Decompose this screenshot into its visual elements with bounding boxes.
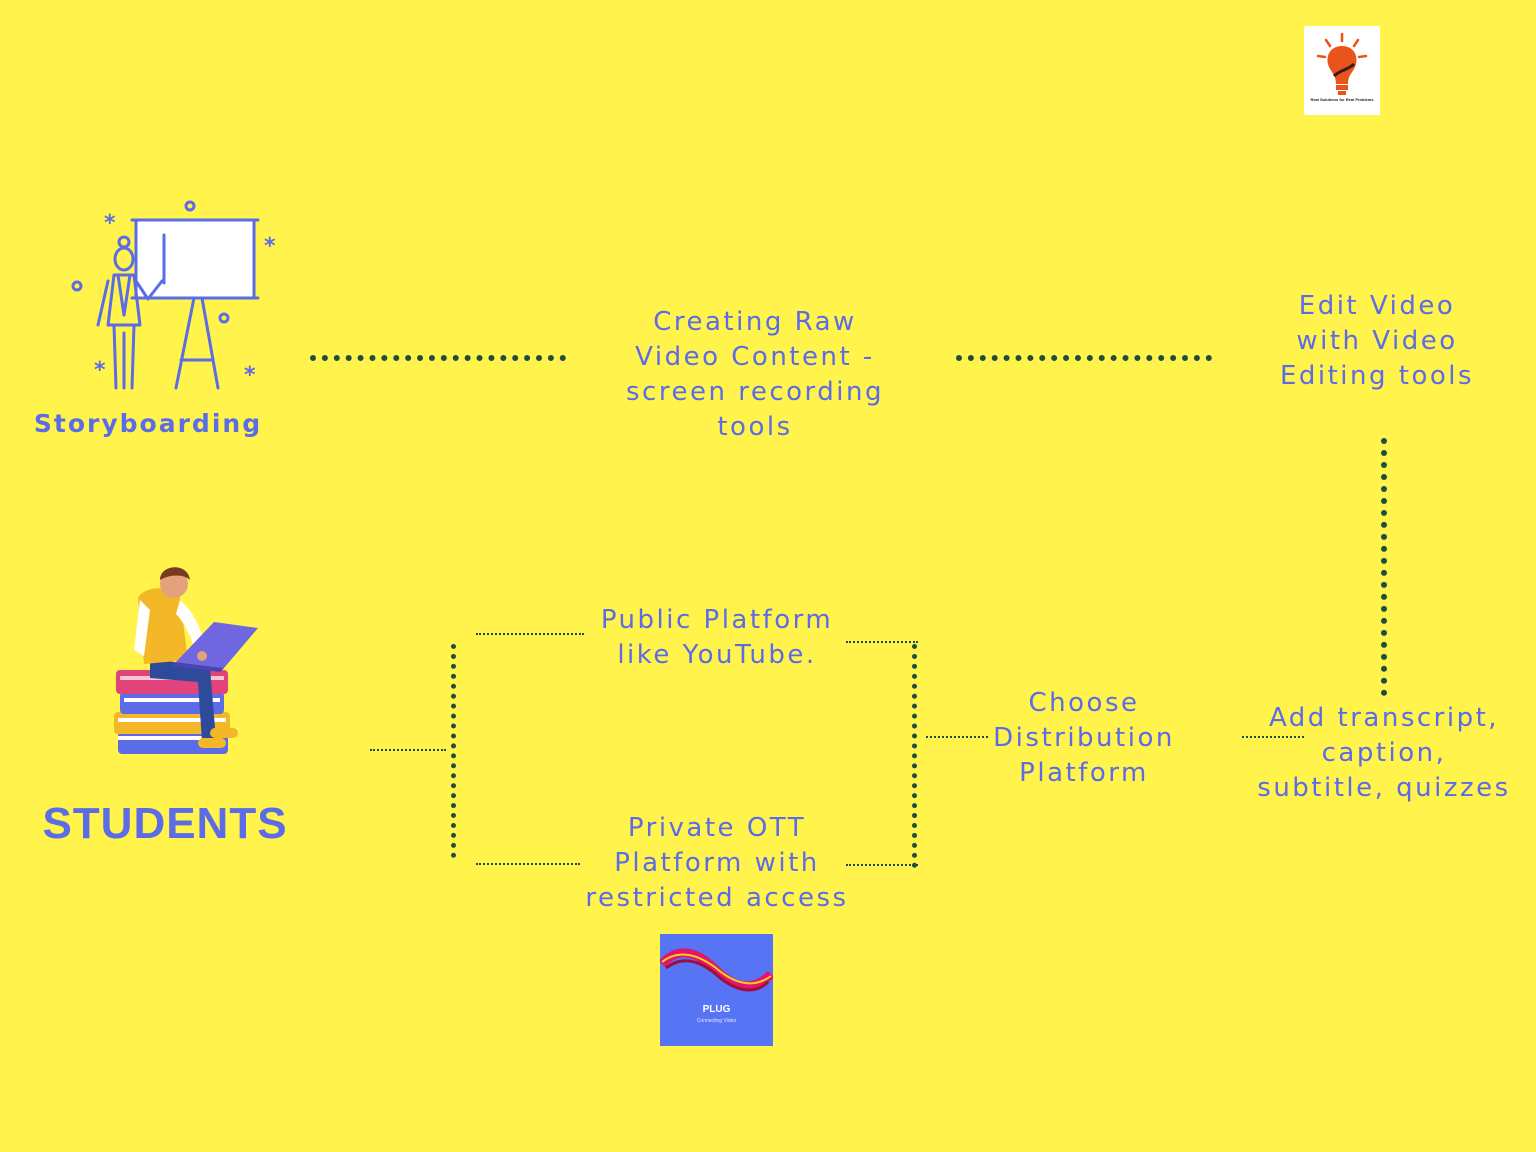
node-students: STUDENTS [42, 799, 288, 848]
connector-storyboard-raw [310, 355, 566, 361]
brand-logo: Real Solutions for Real Problems [1304, 26, 1380, 115]
connector-raw-edit [956, 355, 1212, 361]
bracket-left [451, 644, 456, 858]
connector-edit-transcript [1381, 438, 1387, 696]
connector-bracket-students [370, 749, 446, 751]
node-edit-video: Edit Video with Video Editing tools [1279, 291, 1475, 391]
node-public-platform: Public Platform like YouTube. [600, 605, 834, 670]
teacher-whiteboard-illustration: * * * * [71, 200, 276, 390]
connector-private-left [476, 863, 580, 865]
node-choose-platform: Choose Distribution Platform [993, 688, 1175, 788]
svg-text:*: * [264, 234, 276, 259]
connector-choose-bracket [926, 736, 988, 738]
node-raw-video: Creating Raw Video Content - screen reco… [626, 307, 884, 442]
connector-public-right [846, 641, 918, 643]
svg-text:*: * [244, 363, 256, 388]
connector-public-left [476, 633, 584, 635]
svg-text:*: * [94, 358, 106, 383]
plug-logo: PLUG Connecting Video [658, 934, 775, 1046]
connector-transcript-choose [1242, 736, 1304, 738]
bracket-right [912, 644, 917, 868]
wave-icon [658, 948, 775, 992]
node-private-platform: Private OTT Platform with restricted acc… [585, 813, 849, 913]
plug-subtitle: Connecting Video [696, 1018, 737, 1024]
student-books-illustration [114, 567, 258, 754]
lightbulb-icon [1316, 32, 1368, 95]
plug-title: PLUG [702, 1004, 731, 1015]
svg-text:*: * [104, 211, 116, 236]
connector-private-right [846, 864, 918, 866]
brand-tagline: Real Solutions for Real Problems [1310, 97, 1374, 102]
node-add-transcript: Add transcript, caption, subtitle, quizz… [1257, 703, 1511, 803]
node-storyboarding: Storyboarding [33, 409, 263, 438]
